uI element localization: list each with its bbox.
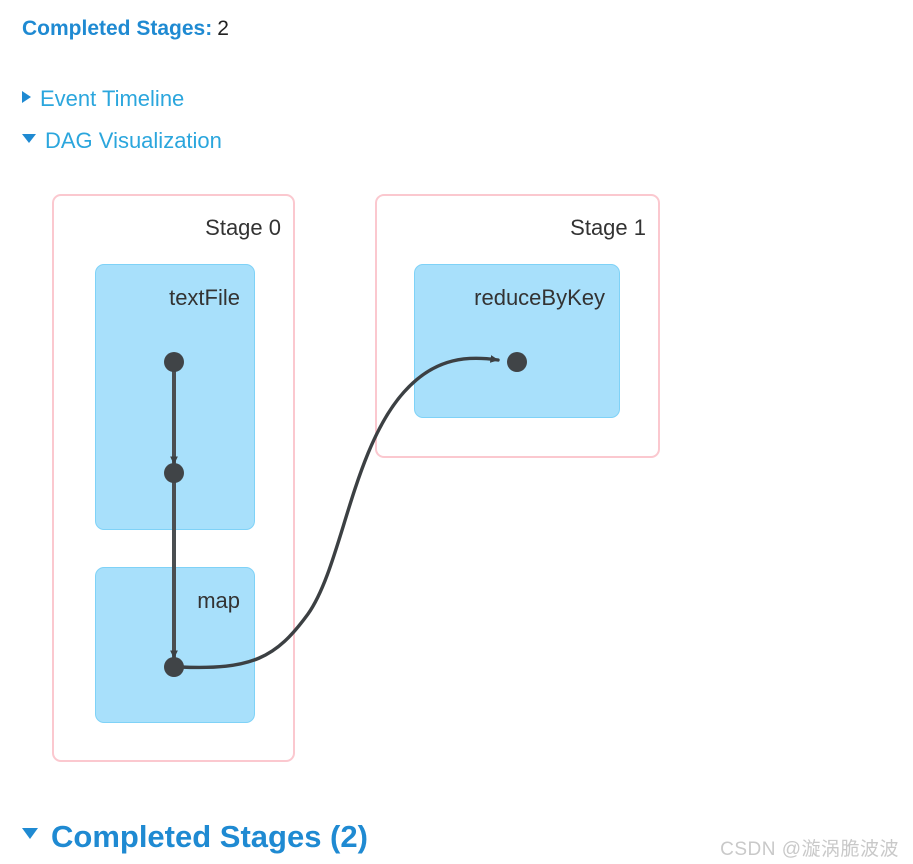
summary-label: Completed Stages:: [22, 17, 213, 40]
triangle-down-icon: [22, 134, 36, 143]
triangle-right-icon: [22, 91, 31, 103]
stage-label-1: Stage 1: [570, 215, 646, 240]
section-toggle-dag-visualization[interactable]: DAG Visualization: [22, 128, 222, 154]
section-label-event-timeline: Event Timeline: [40, 86, 185, 111]
summary-value: 2: [217, 17, 229, 40]
rdd-node-textfile[interactable]: textFile: [95, 264, 255, 530]
rdd-label-reducebykey: reduceByKey: [474, 285, 605, 310]
rdd-label-map: map: [197, 588, 240, 613]
completed-stages-heading-label: Completed Stages (2): [51, 819, 368, 854]
section-label-dag-visualization: DAG Visualization: [45, 128, 222, 153]
triangle-down-icon: [22, 828, 38, 839]
rdd-node-map[interactable]: map: [95, 567, 255, 723]
section-toggle-event-timeline[interactable]: Event Timeline: [22, 86, 184, 112]
stage-label-0: Stage 0: [205, 215, 281, 240]
watermark: CSDN @漩涡脆波波: [720, 839, 899, 860]
rdd-node-reducebykey[interactable]: reduceByKey: [414, 264, 620, 418]
dag-visualization-canvas: Stage 0 textFile map Stage 1 reduceByKey: [0, 170, 913, 790]
rdd-label-textfile: textFile: [169, 285, 240, 310]
completed-stages-summary: Completed Stages:2: [22, 16, 229, 42]
completed-stages-section-toggle[interactable]: Completed Stages (2): [22, 818, 368, 856]
